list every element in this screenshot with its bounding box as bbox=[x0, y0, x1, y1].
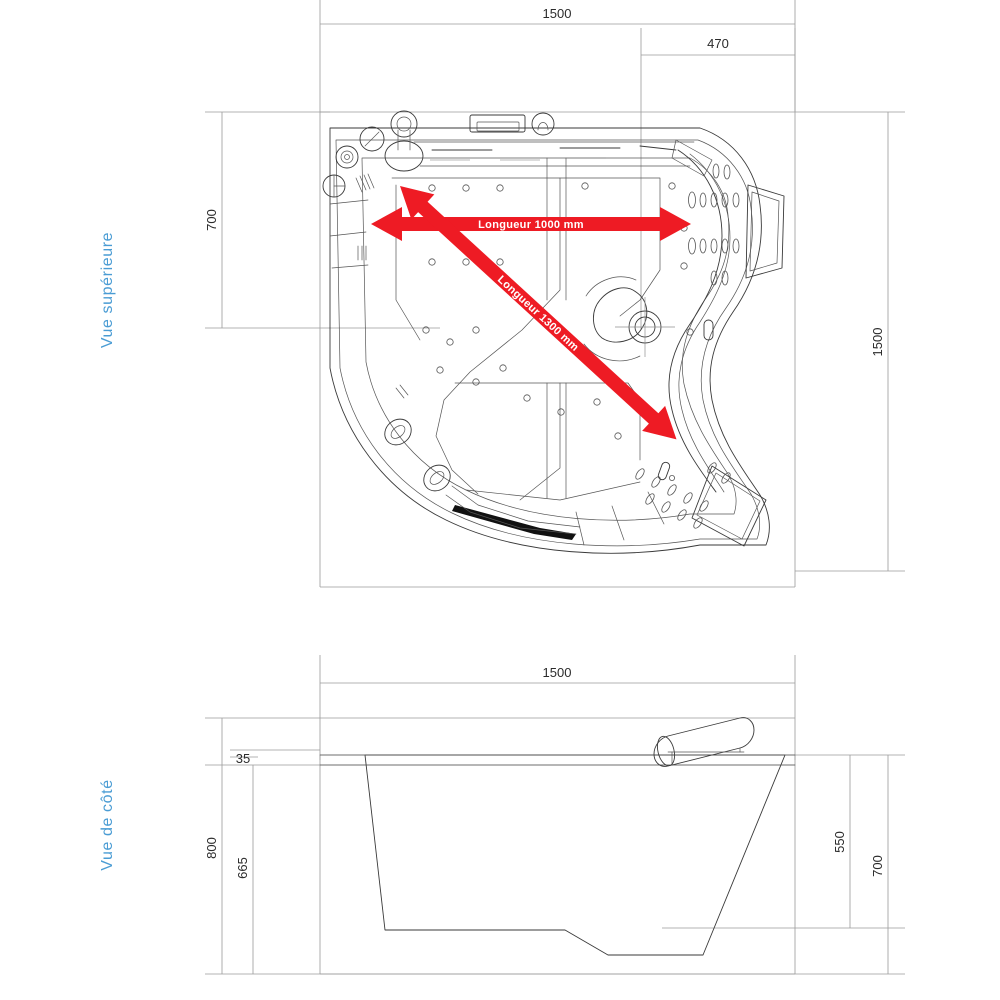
side-dim-35-text: 35 bbox=[236, 751, 250, 766]
side-dim-700-right: 700 bbox=[870, 755, 889, 974]
top-dim-1500-width-text: 1500 bbox=[543, 6, 572, 21]
top-dim-1500-right-text: 1500 bbox=[870, 328, 885, 357]
view-label-side: Vue de côté bbox=[99, 779, 116, 870]
top-dim-1500-width: 1500 bbox=[319, 0, 796, 112]
side-dim-1500-length-text: 1500 bbox=[543, 665, 572, 680]
jet-array-right bbox=[688, 163, 740, 286]
side-dim-550: 550 bbox=[832, 755, 851, 928]
bathtub-side-view bbox=[319, 717, 796, 956]
top-dim-470: 470 bbox=[640, 28, 796, 330]
side-view-frame bbox=[205, 717, 905, 975]
annotation-arrow-diagonal: Longueur 1300 mm bbox=[400, 186, 677, 440]
side-dim-665-text: 665 bbox=[235, 857, 250, 879]
side-dim-35: 35 bbox=[230, 749, 320, 766]
side-dim-700-right-text: 700 bbox=[870, 855, 885, 877]
side-dim-550-text: 550 bbox=[832, 831, 847, 853]
side-dim-1500-length: 1500 bbox=[319, 655, 796, 760]
top-dim-470-text: 470 bbox=[707, 36, 729, 51]
side-dim-800: 800 bbox=[204, 718, 223, 974]
headrest-pillow bbox=[653, 717, 755, 767]
top-dim-700-left: 700 bbox=[204, 111, 440, 329]
drain-icon bbox=[615, 297, 675, 357]
top-dim-700-left-text: 700 bbox=[204, 209, 219, 231]
annotation-arrow-horizontal: Longueur 1000 mm bbox=[371, 207, 691, 241]
side-dim-665: 665 bbox=[235, 765, 254, 974]
top-dim-1500-right: 1500 bbox=[795, 111, 905, 572]
annotation-horizontal-text: Longueur 1000 mm bbox=[478, 219, 584, 231]
view-label-top: Vue supérieure bbox=[99, 232, 116, 348]
side-dim-800-text: 800 bbox=[204, 837, 219, 859]
grip-handles bbox=[384, 418, 451, 492]
top-view-frame bbox=[319, 111, 796, 588]
jet-array-bottom bbox=[635, 462, 731, 529]
